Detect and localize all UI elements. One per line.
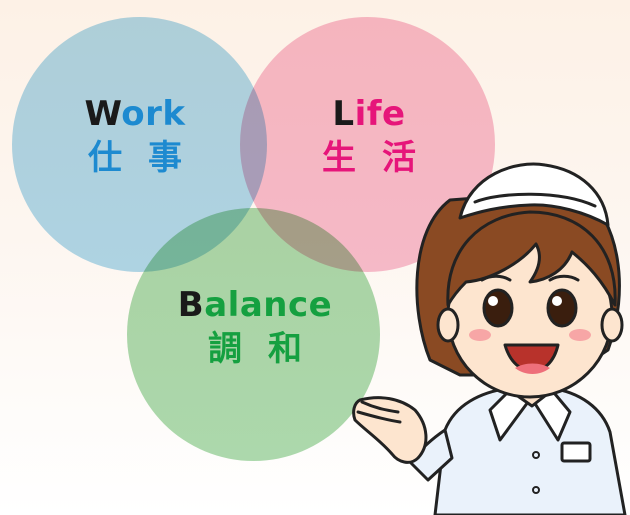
work-rest: ork — [121, 94, 186, 134]
name-badge — [560, 441, 592, 463]
life-rest: ife — [354, 94, 406, 134]
work-label: Work 仕事 — [50, 97, 220, 175]
hand — [352, 396, 428, 464]
nurse-illustration — [352, 162, 627, 515]
balance-initial: B — [177, 285, 205, 325]
uniform-button — [532, 486, 540, 494]
life-initial: L — [332, 94, 355, 134]
life-japanese: 生活 — [322, 138, 442, 178]
eye-right — [546, 288, 578, 328]
balance-label: Balance 調和 — [150, 288, 360, 366]
eye-left — [482, 288, 514, 328]
work-initial: W — [84, 94, 122, 134]
uniform — [433, 386, 627, 515]
balance-english: Balance — [150, 288, 360, 322]
life-label: Life 生活 — [284, 97, 454, 175]
balance-circle — [127, 208, 380, 461]
balance-rest: alance — [204, 285, 333, 325]
work-japanese: 仕事 — [88, 138, 208, 178]
uniform-button — [532, 451, 540, 459]
life-english: Life — [284, 97, 454, 131]
balance-japanese: 調和 — [208, 329, 328, 369]
ear-left — [436, 307, 460, 343]
work-english: Work — [50, 97, 220, 131]
ear-right — [600, 307, 624, 343]
